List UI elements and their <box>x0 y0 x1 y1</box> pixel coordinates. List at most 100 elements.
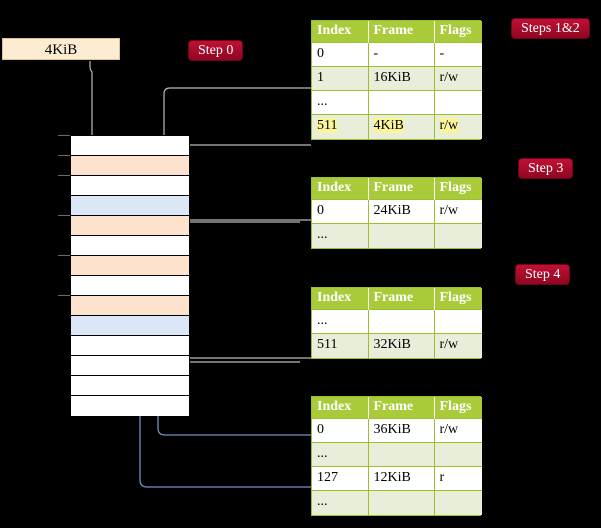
cell-frame: - <box>368 42 435 67</box>
column-header-frame: Frame <box>368 21 435 43</box>
column-header-index: Index <box>312 178 369 200</box>
highlighted-value: 4KiB <box>373 118 404 134</box>
table-row: ... <box>312 309 482 334</box>
memory-frame-row <box>71 356 189 376</box>
memory-frame-row <box>71 216 189 236</box>
cell-flags: - <box>434 42 482 67</box>
column-header-flags: Flags <box>434 178 482 200</box>
cell-flags: r/w <box>434 418 482 443</box>
memory-frame-row <box>71 396 189 416</box>
column-header-index: Index <box>312 288 369 310</box>
cell-frame <box>368 490 435 515</box>
badge-step-3: Step 3 <box>519 159 573 178</box>
cell-flags <box>434 223 482 248</box>
memory-frame-row <box>71 176 189 196</box>
grid-tick <box>58 215 71 216</box>
cell-flags: r/w <box>434 199 482 224</box>
source-size-box: 4KiB <box>2 38 120 60</box>
cell-index: 127 <box>312 466 369 491</box>
cell-flags: r/w <box>434 333 482 358</box>
cell-index: 511 <box>312 114 369 139</box>
grid-tick <box>58 175 71 176</box>
badge-step-0: Step 0 <box>189 41 243 60</box>
table-row: 0-- <box>312 42 482 67</box>
cell-frame: 32KiB <box>368 333 435 358</box>
cell-frame: 12KiB <box>368 466 435 491</box>
cell-flags <box>434 442 482 467</box>
column-header-flags: Flags <box>434 397 482 419</box>
cell-frame <box>368 223 435 248</box>
wire-t3r511-to-mem <box>169 281 311 359</box>
cell-flags: r/w <box>434 114 482 139</box>
column-header-frame: Frame <box>368 397 435 419</box>
memory-frame-row <box>71 296 189 316</box>
cell-flags <box>434 309 482 334</box>
grid-tick <box>58 255 71 256</box>
badge-step-4: Step 4 <box>516 265 570 284</box>
table-header-row: Index Frame Flags <box>312 288 482 310</box>
memory-frame-row <box>71 276 189 296</box>
physical-memory-grid <box>70 135 190 416</box>
cell-flags: r <box>434 466 482 491</box>
table-row: 511 4KiB r/w <box>312 114 482 139</box>
column-header-index: Index <box>312 21 369 43</box>
cell-frame: 4KiB <box>368 114 435 139</box>
memory-frame-row <box>71 336 189 356</box>
table-row: ... <box>312 223 482 248</box>
memory-frame-row <box>71 256 189 276</box>
memory-frame-row <box>71 376 189 396</box>
badge-steps-1-and-2: Steps 1&2 <box>512 19 589 38</box>
cell-index: ... <box>312 309 369 334</box>
cell-index: ... <box>312 442 369 467</box>
column-header-flags: Flags <box>434 21 482 43</box>
table-header-row: Index Frame Flags <box>312 178 482 200</box>
cell-frame: 16KiB <box>368 66 435 91</box>
cell-frame: 24KiB <box>368 199 435 224</box>
cell-flags <box>434 490 482 515</box>
highlighted-value: 511 <box>317 118 338 134</box>
memory-frame-row <box>71 156 189 176</box>
column-header-frame: Frame <box>368 288 435 310</box>
cell-flags: r/w <box>434 66 482 91</box>
highlighted-value: r/w <box>439 118 459 134</box>
memory-frame-row <box>71 236 189 256</box>
table-row: ... <box>312 490 482 515</box>
cell-index: ... <box>312 490 369 515</box>
wire-t2r0-to-mem <box>181 219 311 262</box>
cell-index: 0 <box>312 418 369 443</box>
column-header-flags: Flags <box>434 288 482 310</box>
table-row: ... <box>312 442 482 467</box>
cell-frame <box>368 442 435 467</box>
cell-index: 0 <box>312 42 369 67</box>
cell-index: 511 <box>312 333 369 358</box>
cell-index: ... <box>312 223 369 248</box>
column-header-index: Index <box>312 397 369 419</box>
memory-frame-row <box>71 136 189 156</box>
cell-frame <box>368 309 435 334</box>
table-header-row: Index Frame Flags <box>312 21 482 43</box>
cell-index: 1 <box>312 66 369 91</box>
cell-index: 0 <box>312 199 369 224</box>
cell-frame: 36KiB <box>368 418 435 443</box>
grid-tick <box>58 155 71 156</box>
column-header-frame: Frame <box>368 178 435 200</box>
memory-frame-row <box>71 196 189 216</box>
table-row: ... <box>312 90 482 115</box>
